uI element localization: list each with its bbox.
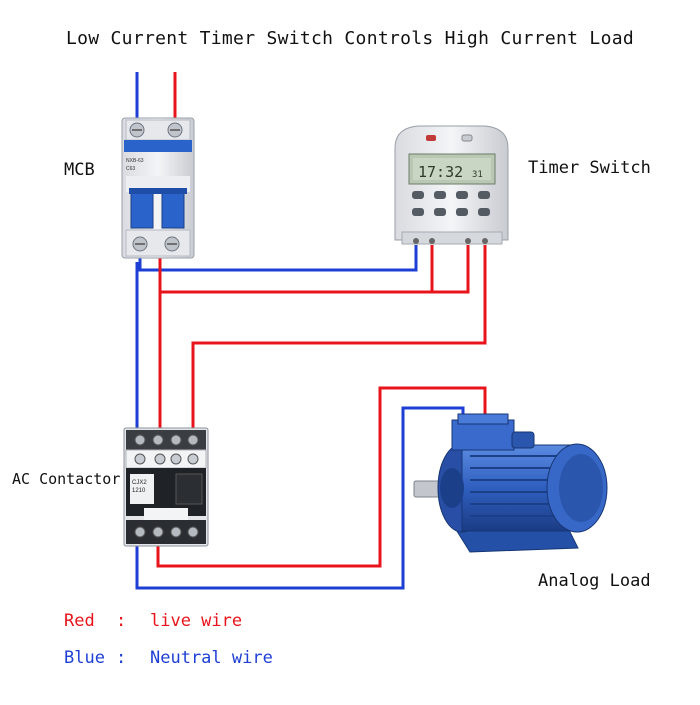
analog-load-label: Analog Load: [538, 571, 651, 591]
legend-red-separator: :: [116, 611, 127, 631]
contactor-to-motor-live-wire: [156, 386, 487, 568]
legend-red-value: live wire: [150, 611, 243, 631]
timer-buttons: [412, 191, 490, 216]
mcb-to-timer-neutral-wire: [138, 245, 418, 272]
contactor-model-text: CJX2: [132, 480, 147, 486]
legend-live-wire: Red: live wire: [64, 611, 242, 631]
ac-contactor-device: CJX2 1210: [123, 427, 209, 547]
legend-red-key: Red: [64, 611, 95, 631]
diagram-title: Low Current Timer Switch Controls High C…: [66, 28, 634, 49]
legend-blue-key: Blue: [64, 648, 105, 668]
contactor-to-motor-neutral-wire: [135, 406, 465, 590]
mcb-label: MCB: [64, 160, 95, 180]
ac-contactor-label: AC Contactor: [12, 470, 121, 488]
mcb-model-text: NXB-63: [126, 158, 144, 164]
contactor-rating-text: 1210: [132, 488, 146, 494]
legend-blue-separator: :: [116, 648, 127, 668]
timer-bridge-wire: [432, 245, 470, 294]
timer-switch-device: 17:32 31: [394, 125, 509, 245]
mcb-rating-text: C63: [126, 166, 135, 172]
timer-display-time: 17:32: [418, 163, 463, 181]
mcb-breaker: NXB-63 C63: [121, 117, 195, 259]
timer-switch-label: Timer Switch: [528, 158, 651, 178]
legend-blue-value: Neutral wire: [150, 648, 273, 668]
mcb-to-timer-live-wire: [158, 245, 434, 294]
timer-to-contactor-live-wire: [191, 245, 487, 440]
legend-neutral-wire: Blue: Neutral wire: [64, 648, 273, 668]
motor-load-device: [413, 413, 608, 553]
timer-display-seconds: 31: [472, 170, 483, 180]
